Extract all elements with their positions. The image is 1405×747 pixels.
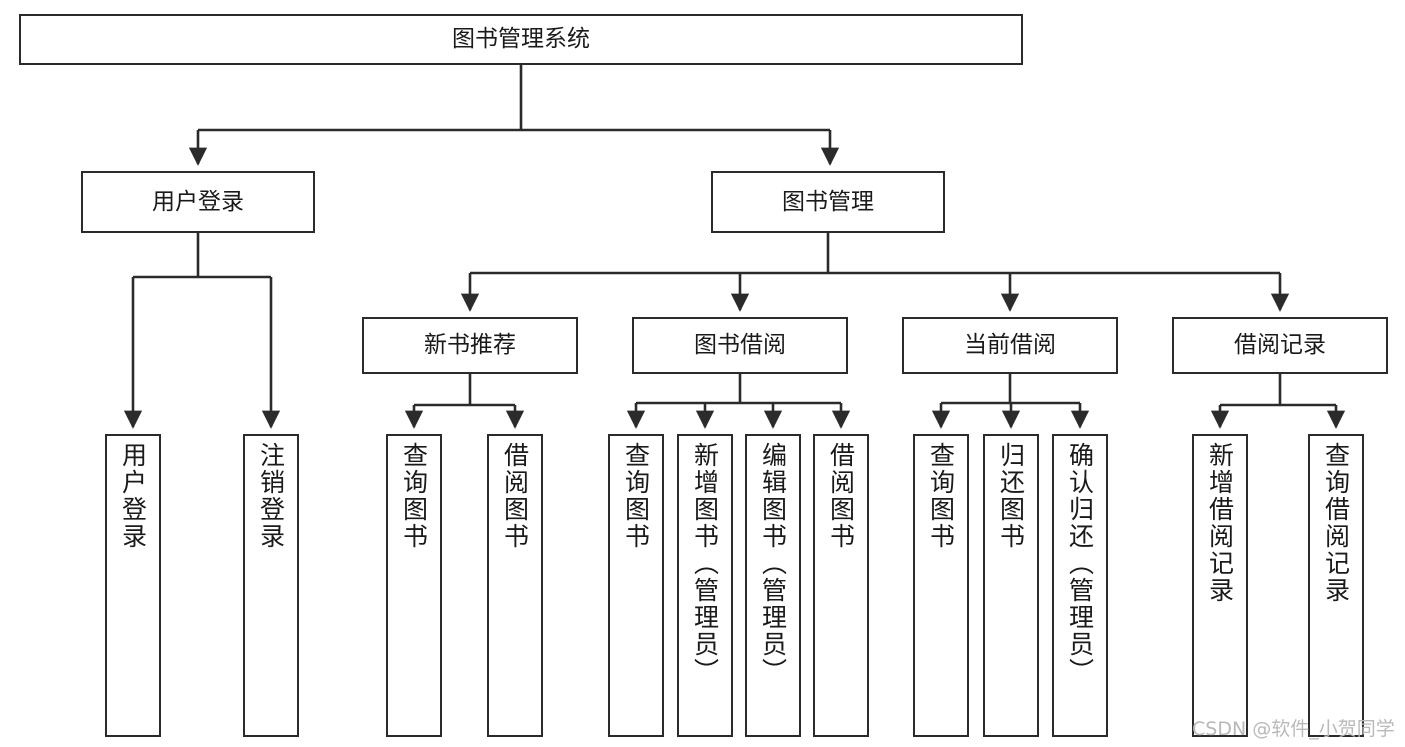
node-borrow-record-label: 借阅记录	[1234, 332, 1326, 359]
leaf-add-record-label: 新增借阅记录	[1205, 442, 1235, 604]
leaf-edit-book[interactable]: 编辑图书（管理员）	[745, 434, 801, 737]
node-user-login-label: 用户登录	[152, 188, 244, 215]
leaf-borrow-book-2-label: 借阅图书	[826, 442, 856, 550]
node-user-login[interactable]: 用户登录	[81, 171, 315, 233]
leaf-add-book[interactable]: 新增图书（管理员）	[677, 434, 733, 737]
leaf-borrow-book-2[interactable]: 借阅图书	[813, 434, 869, 737]
csdn-watermark: CSDN @软件_小贺同学	[1192, 718, 1395, 740]
node-book-manage-label: 图书管理	[782, 188, 874, 215]
leaf-query-book-1[interactable]: 查询图书	[386, 434, 442, 737]
leaf-user-logout[interactable]: 注销登录	[243, 434, 299, 737]
node-borrow-record[interactable]: 借阅记录	[1172, 317, 1388, 374]
leaf-query-book-2[interactable]: 查询图书	[608, 434, 664, 737]
leaf-query-book-2-label: 查询图书	[621, 442, 651, 550]
leaf-user-login-label: 用户登录	[118, 442, 148, 550]
leaf-return-book-label: 归还图书	[996, 442, 1026, 550]
leaf-return-book[interactable]: 归还图书	[983, 434, 1039, 737]
leaf-query-book-3-label: 查询图书	[926, 442, 956, 550]
leaf-borrow-book-1[interactable]: 借阅图书	[487, 434, 543, 737]
node-current-borrow[interactable]: 当前借阅	[902, 317, 1118, 374]
leaf-user-login[interactable]: 用户登录	[105, 434, 161, 737]
leaf-confirm-return-label: 确认归还（管理员）	[1065, 442, 1095, 685]
leaf-add-record[interactable]: 新增借阅记录	[1192, 434, 1248, 737]
leaf-add-book-label: 新增图书（管理员）	[690, 442, 720, 685]
node-new-book-recommend[interactable]: 新书推荐	[362, 317, 578, 374]
leaf-confirm-return[interactable]: 确认归还（管理员）	[1052, 434, 1108, 737]
leaf-edit-book-label: 编辑图书（管理员）	[758, 442, 788, 685]
node-root[interactable]: 图书管理系统	[19, 14, 1023, 65]
node-book-borrow-label: 图书借阅	[694, 332, 786, 359]
node-book-borrow[interactable]: 图书借阅	[632, 317, 848, 374]
leaf-query-book-3[interactable]: 查询图书	[913, 434, 969, 737]
leaf-query-record[interactable]: 查询借阅记录	[1308, 434, 1364, 737]
leaf-borrow-book-1-label: 借阅图书	[500, 442, 530, 550]
node-root-label: 图书管理系统	[452, 26, 590, 53]
leaf-query-record-label: 查询借阅记录	[1321, 442, 1351, 604]
node-current-borrow-label: 当前借阅	[964, 332, 1056, 359]
node-book-manage[interactable]: 图书管理	[711, 171, 945, 233]
leaf-query-book-1-label: 查询图书	[399, 442, 429, 550]
leaf-user-logout-label: 注销登录	[256, 442, 286, 550]
node-new-book-recommend-label: 新书推荐	[424, 332, 516, 359]
